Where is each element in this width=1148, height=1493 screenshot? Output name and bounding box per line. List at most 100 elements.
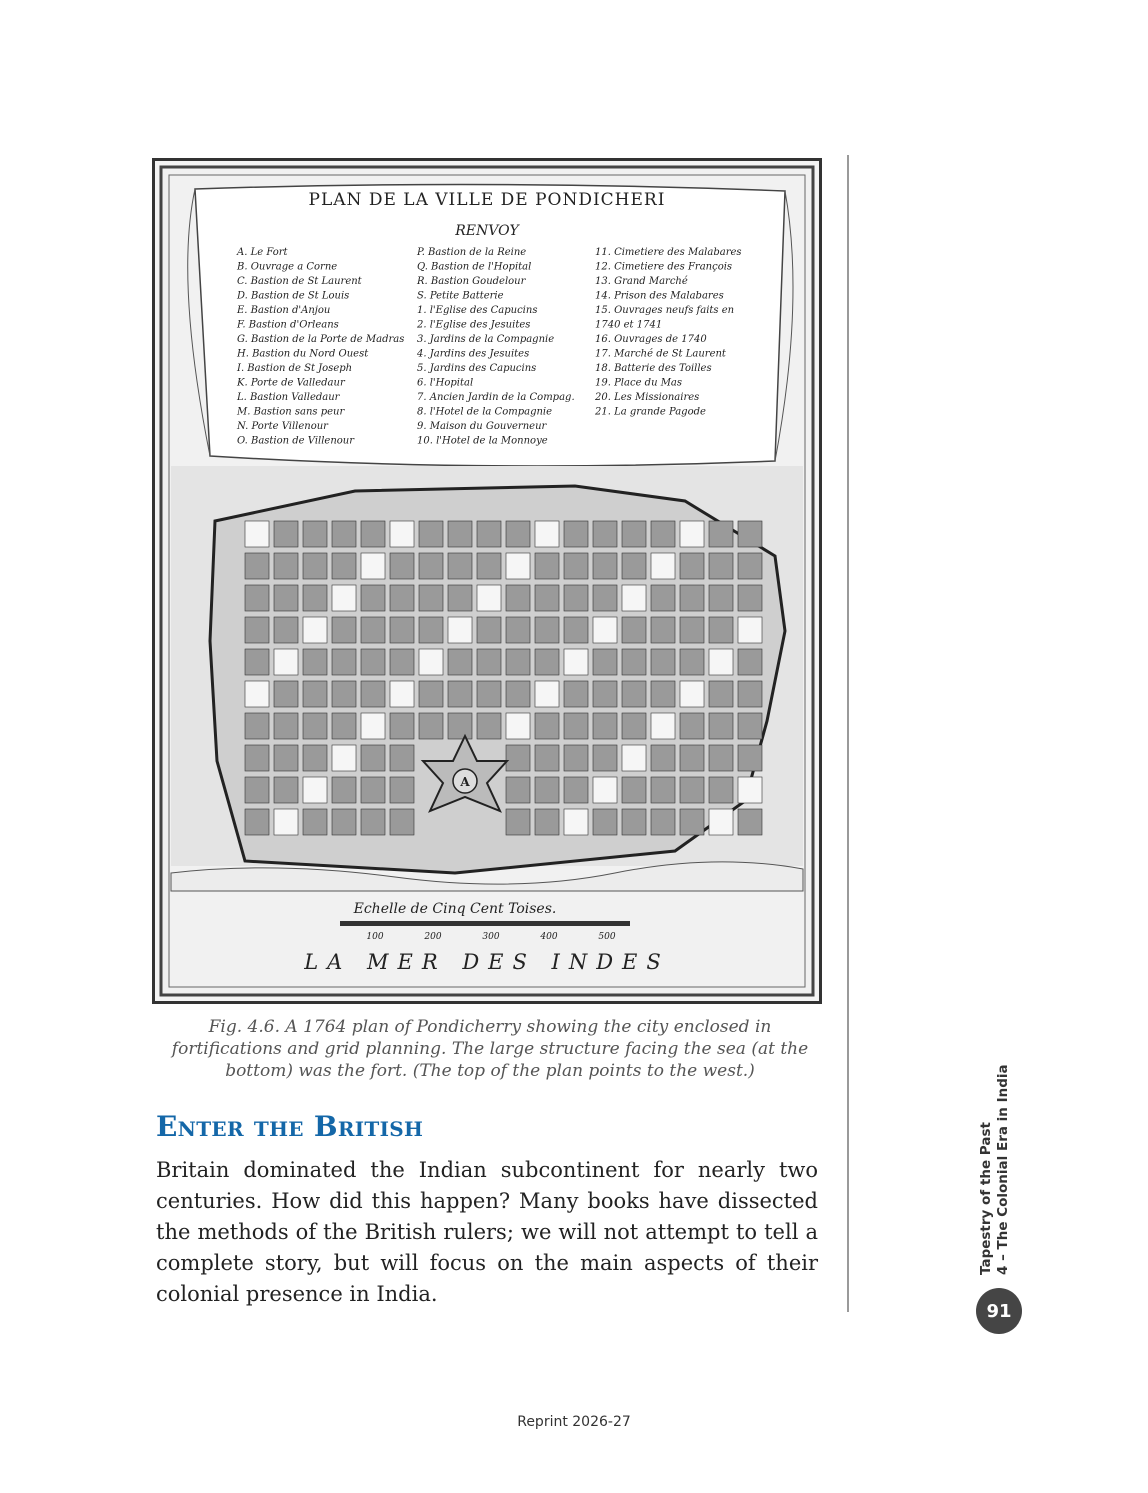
city-block — [360, 616, 386, 644]
city-block — [679, 776, 705, 804]
city-block — [273, 776, 299, 804]
city-block — [476, 648, 502, 676]
city-block — [418, 712, 444, 740]
city-block — [244, 648, 270, 676]
legend-entry: H. Bastion du Nord Ouest — [236, 349, 369, 360]
city-block — [302, 616, 328, 644]
city-block — [273, 584, 299, 612]
legend-entry: R. Bastion Goudelour — [416, 276, 527, 287]
city-block — [331, 712, 357, 740]
city-block — [244, 712, 270, 740]
city-block — [737, 584, 763, 612]
city-street-grid — [244, 520, 763, 836]
city-block — [650, 520, 676, 548]
city-block — [331, 584, 357, 612]
city-block — [592, 680, 618, 708]
city-block — [418, 648, 444, 676]
city-block — [244, 584, 270, 612]
city-block — [331, 776, 357, 804]
city-block — [592, 520, 618, 548]
legend-entry: 17. Marché de St Laurent — [595, 349, 727, 360]
city-block — [708, 616, 734, 644]
legend-entry: A. Le Fort — [236, 247, 289, 258]
city-block — [244, 520, 270, 548]
city-block — [534, 648, 560, 676]
city-block — [505, 744, 531, 772]
map-title: PLAN DE LA VILLE DE PONDICHERI — [309, 190, 666, 210]
city-block — [737, 552, 763, 580]
city-block — [650, 808, 676, 836]
city-block — [592, 616, 618, 644]
city-block — [650, 584, 676, 612]
city-block — [331, 520, 357, 548]
city-block — [360, 776, 386, 804]
city-block — [505, 808, 531, 836]
city-block — [563, 744, 589, 772]
scale-tick-label: 500 — [598, 932, 615, 942]
city-block — [505, 648, 531, 676]
city-block — [302, 648, 328, 676]
legend-entry: 8. l'Hotel de la Compagnie — [417, 407, 552, 418]
city-block — [273, 648, 299, 676]
legend-entry: E. Bastion d'Anjou — [236, 305, 330, 316]
city-block — [360, 584, 386, 612]
city-block — [505, 680, 531, 708]
city-block — [650, 712, 676, 740]
city-block — [505, 712, 531, 740]
chapter-title: 4 – The Colonial Era in India — [995, 1064, 1011, 1275]
city-block — [679, 648, 705, 676]
city-block — [534, 520, 560, 548]
city-block — [534, 552, 560, 580]
legend-entry: 1740 et 1741 — [595, 320, 662, 331]
city-block — [592, 648, 618, 676]
city-block — [534, 680, 560, 708]
city-block — [708, 712, 734, 740]
legend-entry: 1. l'Eglise des Capucins — [417, 305, 537, 316]
city-block — [360, 808, 386, 836]
city-block — [389, 648, 415, 676]
pondicherry-plan-image: PLAN DE LA VILLE DE PONDICHERI RENVOY A.… — [152, 158, 822, 1004]
city-block — [679, 616, 705, 644]
city-block — [418, 584, 444, 612]
city-block — [621, 552, 647, 580]
fort-letter: A — [459, 775, 470, 789]
city-block — [244, 776, 270, 804]
city-block — [476, 680, 502, 708]
city-block — [563, 520, 589, 548]
city-block — [708, 776, 734, 804]
city-block — [621, 648, 647, 676]
city-block — [273, 520, 299, 548]
legend-entry: 15. Ouvrages neufs faits en — [595, 305, 734, 316]
legend-entry: N. Porte Villenour — [236, 421, 329, 432]
city-block — [621, 744, 647, 772]
city-block — [650, 776, 676, 804]
map-legend-heading: RENVOY — [454, 223, 520, 239]
city-block — [592, 744, 618, 772]
city-block — [389, 552, 415, 580]
city-block — [476, 616, 502, 644]
city-block — [389, 744, 415, 772]
city-block — [592, 712, 618, 740]
legend-entry: I. Bastion de St Joseph — [236, 363, 352, 374]
city-block — [476, 584, 502, 612]
city-block — [708, 808, 734, 836]
city-block — [737, 776, 763, 804]
city-block — [534, 776, 560, 804]
book-title: Tapestry of the Past — [978, 1122, 994, 1275]
legend-entry: 9. Maison du Gouverneur — [417, 421, 548, 432]
city-block — [621, 616, 647, 644]
legend-entry: 10. l'Hotel de la Monnoye — [417, 436, 548, 447]
city-block — [389, 712, 415, 740]
city-block — [534, 744, 560, 772]
city-block — [621, 584, 647, 612]
city-block — [360, 552, 386, 580]
city-block — [244, 616, 270, 644]
city-block — [418, 680, 444, 708]
city-block — [708, 584, 734, 612]
city-block — [273, 712, 299, 740]
map-illustration: PLAN DE LA VILLE DE PONDICHERI RENVOY A.… — [159, 165, 815, 997]
city-block — [621, 520, 647, 548]
city-block — [447, 520, 473, 548]
legend-entry: F. Bastion d'Orleans — [236, 320, 339, 331]
